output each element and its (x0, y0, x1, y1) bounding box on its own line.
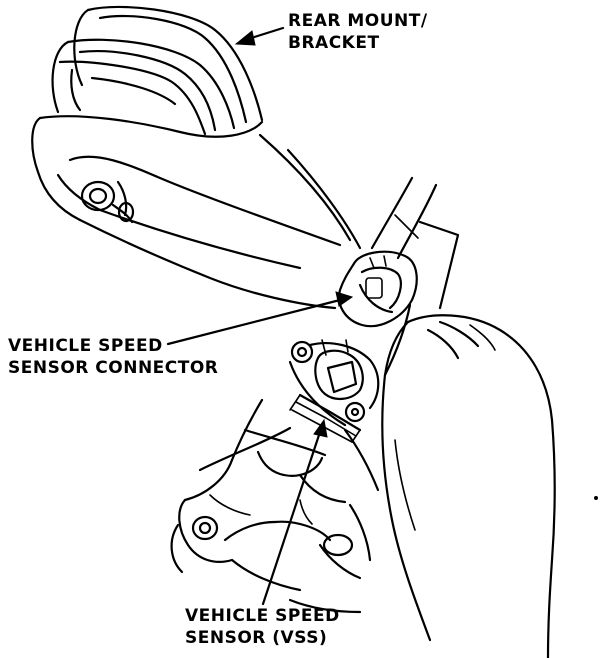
label-rear-mount-line2: BRACKET (288, 33, 380, 53)
label-vss-line1: VEHICLE SPEED (185, 606, 340, 626)
transmission-case (170, 398, 380, 614)
transmission-housing (31, 115, 362, 310)
harness-wire (370, 176, 438, 260)
vehicle-speed-sensor (288, 339, 380, 443)
label-vss-connector-line2: SENSOR CONNECTOR (8, 358, 219, 378)
rear-mount-bracket (51, 5, 264, 136)
support-plate (383, 220, 460, 377)
label-rear-mount-bracket: REAR MOUNT/ BRACKET (288, 10, 428, 54)
right-housing (381, 314, 556, 658)
label-vss-line2: SENSOR (VSS) (185, 628, 328, 648)
vss-connector (338, 250, 418, 328)
leader-vss (261, 418, 328, 606)
leader-rear-mount (234, 26, 285, 46)
leader-vss-connector (166, 291, 354, 346)
label-rear-mount-line1: REAR MOUNT/ (288, 11, 428, 31)
label-vss-connector-line1: VEHICLE SPEED (8, 336, 163, 356)
label-vss-connector: VEHICLE SPEED SENSOR CONNECTOR (8, 335, 218, 379)
speck-mark (594, 496, 598, 500)
label-vss: VEHICLE SPEED SENSOR (VSS) (185, 605, 340, 649)
